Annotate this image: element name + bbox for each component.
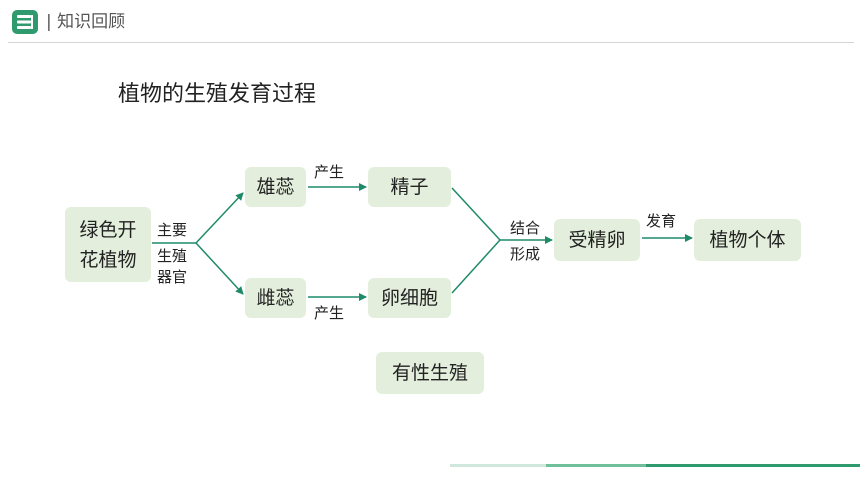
label-produce-top: 产生 — [314, 163, 345, 181]
header-divider — [8, 42, 854, 43]
connector-egg — [451, 239, 501, 294]
arrow-to-pistil — [195, 242, 244, 295]
node-plant-individual: 植物个体 — [694, 219, 801, 261]
node-green-flowering-plant-line2: 花植物 — [79, 248, 137, 271]
footer-decor-dark — [646, 464, 860, 467]
label-form: 形成 — [510, 245, 541, 263]
node-stamen: 雄蕊 — [245, 167, 306, 207]
label-develop: 发育 — [646, 212, 677, 230]
book-stack-icon — [12, 10, 38, 34]
node-sexual-reproduction: 有性生殖 — [376, 352, 484, 394]
label-produce-bottom: 产生 — [314, 304, 345, 322]
label-repro-organ-line2: 器官 — [157, 268, 188, 286]
footer-decor-light — [450, 464, 546, 467]
label-main: 主要 — [157, 221, 188, 239]
label-repro-organ-line1: 生殖 — [157, 247, 188, 265]
header-bar: | 知识回顾 — [0, 0, 860, 44]
connector-sperm — [451, 187, 501, 241]
node-egg-cell: 卵细胞 — [368, 278, 451, 318]
node-zygote: 受精卵 — [554, 219, 640, 261]
node-green-flowering-plant: 绿色开 花植物 — [65, 207, 151, 282]
section-title: | 知识回顾 — [46, 12, 126, 32]
footer-decor-mid — [546, 464, 646, 467]
arrow-to-stamen — [195, 192, 244, 244]
label-combine: 结合 — [510, 219, 541, 237]
diagram-title: 植物的生殖发育过程 — [118, 82, 317, 107]
node-sperm: 精子 — [368, 167, 451, 207]
node-pistil: 雌蕊 — [245, 278, 306, 318]
node-green-flowering-plant-line1: 绿色开 — [79, 218, 137, 241]
